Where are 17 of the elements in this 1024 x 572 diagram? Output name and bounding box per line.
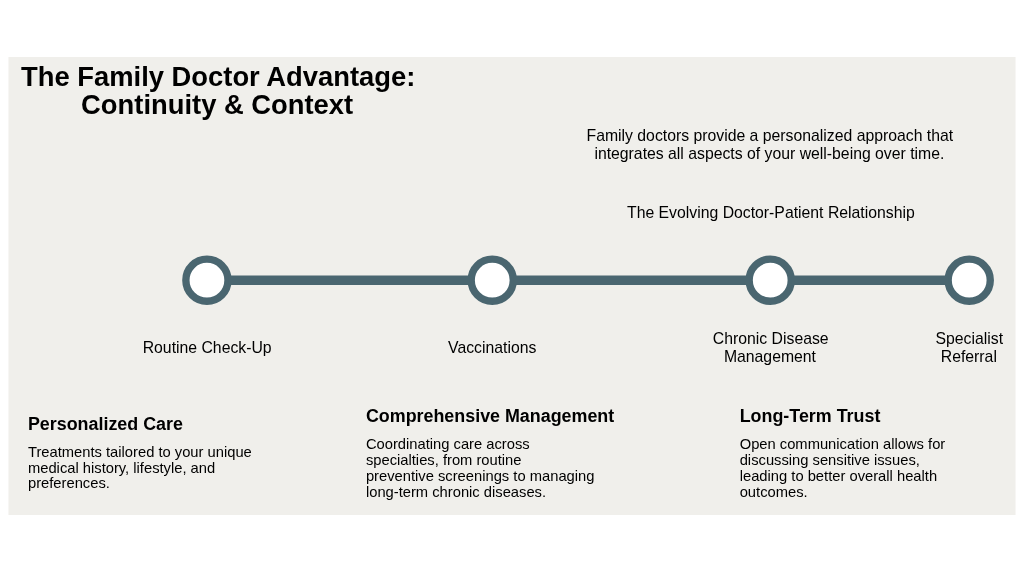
label: Comprehensive Management bbox=[365, 406, 615, 427]
node-label: Specialist Referral bbox=[935, 330, 1004, 366]
node-circle bbox=[745, 255, 795, 305]
node-circle bbox=[944, 255, 994, 305]
diagram-title: The Family Doctor Advantage: Continuity & Context bbox=[21, 61, 416, 120]
label: Coordinating care across specialties, from routine preventive screenings to managing long-term chronic diseases. bbox=[365, 436, 595, 500]
node-label: Chronic Disease Management bbox=[712, 330, 829, 366]
node-label: Vaccinations bbox=[448, 339, 537, 357]
node-label: Routine Check-Up bbox=[142, 339, 272, 357]
label: Long-Term Trust bbox=[739, 406, 881, 427]
label: Open communication allows for discussing sensitive issues, leading to better overall health outcomes. bbox=[739, 436, 946, 500]
label: The Evolving Doctor-Patient Relationship bbox=[627, 203, 915, 221]
label: Family doctors provide a personalized approach that integrates all aspects of your well-being over time. bbox=[586, 127, 954, 163]
label: Personalized Care bbox=[27, 413, 183, 434]
node-circle bbox=[467, 255, 517, 305]
label: Treatments tailored to your unique medical history, lifestyle, and preferences. bbox=[27, 443, 252, 492]
node-circle bbox=[182, 255, 232, 305]
